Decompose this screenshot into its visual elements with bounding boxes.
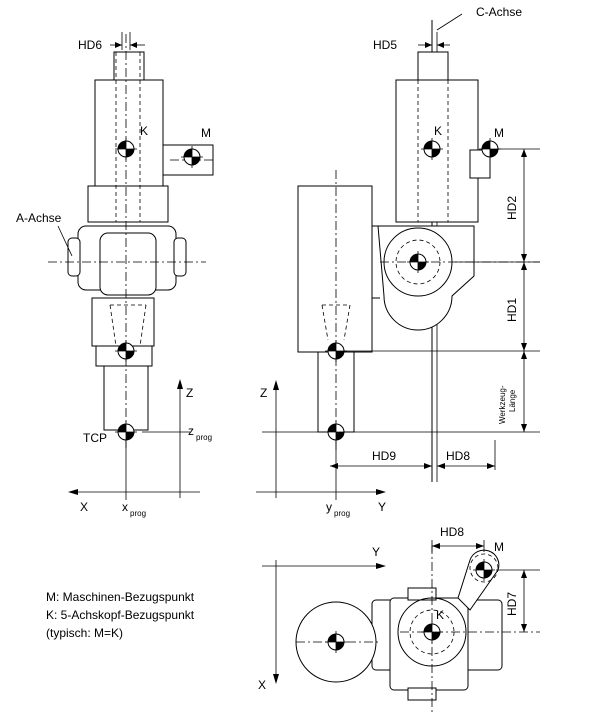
left-zprog-sub: prog	[196, 433, 212, 442]
hd7-label: HD7	[505, 592, 519, 616]
werkzeug-label-2: Länge	[508, 389, 517, 412]
middle-y-label: Y	[378, 500, 386, 514]
top-lug-bottom	[407, 687, 437, 701]
top-view	[295, 545, 540, 712]
side-dimensions	[330, 42, 540, 470]
legend-line-1: M: Maschinen-Bezugspunkt	[46, 590, 195, 604]
k-label-top: K	[436, 608, 444, 622]
a-axis-label: A-Achse	[16, 211, 62, 225]
fork-core	[99, 232, 157, 296]
k-label-front: K	[140, 124, 148, 138]
left-xprog-label: x	[122, 500, 128, 514]
hd1-label: HD1	[505, 298, 519, 322]
legend-line-3: (typisch: M=K)	[46, 626, 123, 640]
k-label-side: K	[434, 124, 442, 138]
fork-knob-right	[173, 237, 187, 277]
hd2-label: HD2	[505, 196, 519, 220]
middle-yprog-label: y	[326, 500, 332, 514]
left-z-label: Z	[186, 386, 193, 400]
left-coordinate-system	[68, 379, 200, 500]
bottom-y-label: Y	[372, 545, 380, 559]
spindle-top-side	[417, 51, 449, 81]
left-xprog-sub: prog	[130, 509, 146, 518]
hd8-top-label: HD8	[440, 525, 464, 539]
c-axis-label: C-Achse	[476, 5, 522, 19]
bottom-coordinate-system	[262, 560, 386, 684]
legend-line-2: K: 5-Achskopf-Bezugspunkt	[46, 608, 195, 622]
hd9-label: HD9	[372, 449, 396, 463]
spindle-top	[113, 51, 145, 81]
fork-knob-left	[67, 237, 81, 277]
left-x-label: X	[80, 500, 88, 514]
m-label-front: M	[201, 126, 211, 140]
hd8-side-label: HD8	[446, 449, 470, 463]
hd6-label: HD6	[78, 38, 102, 52]
tool-holder	[91, 297, 155, 347]
top-housing	[389, 597, 469, 691]
housing-flange	[87, 185, 169, 223]
c-axis-housing	[94, 79, 164, 187]
m-label-side: M	[494, 126, 504, 140]
swivel-arm	[297, 185, 373, 353]
werkzeug-label-1: Werkzeug-	[498, 385, 507, 424]
a-axis-side-piece	[377, 225, 475, 331]
left-zprog-label: z	[188, 424, 194, 438]
hd5-label: HD5	[373, 38, 397, 52]
middle-yprog-sub: prog	[334, 509, 350, 518]
top-dimensions	[431, 540, 540, 632]
m-label-top: M	[494, 540, 504, 554]
side-view	[297, 13, 540, 482]
top-lug	[407, 587, 437, 601]
middle-coordinate-system	[256, 380, 386, 500]
middle-z-label: Z	[260, 386, 267, 400]
front-view	[48, 32, 215, 448]
bottom-x-label: X	[258, 678, 266, 692]
tcp-label: TCP	[83, 431, 107, 445]
m-bracket-side	[469, 149, 491, 179]
